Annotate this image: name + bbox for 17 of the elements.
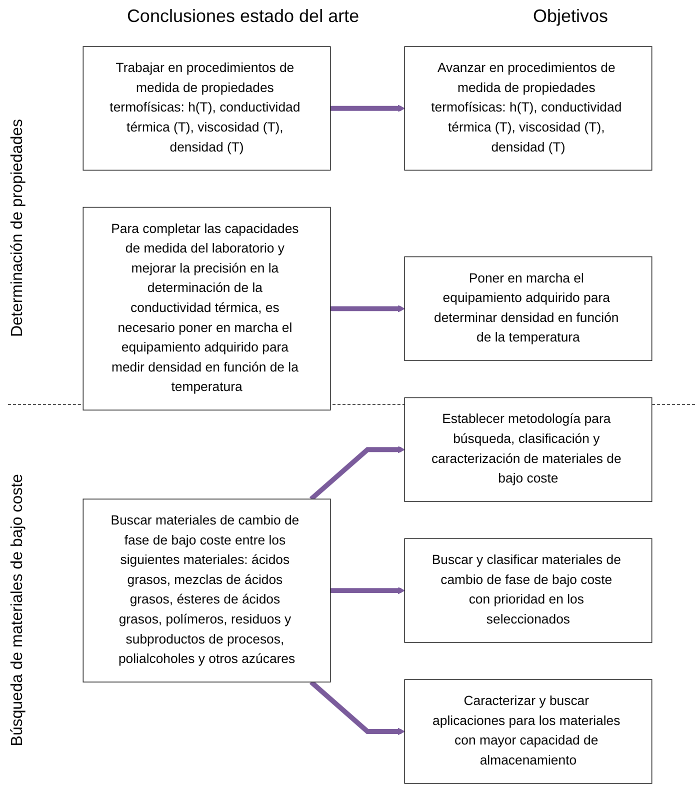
arrow [330, 586, 405, 594]
row-label: Búsqueda de materiales de bajo coste [9, 474, 27, 746]
row-label: Determinación de propiedades [9, 118, 27, 336]
node-box: Buscar materiales de cambio de fase de bajo coste entre los siguientes materiales: ácidos grasos, mezclas de ácidos grasos, ésteres de ácidos grasos, polímeros, residuos y subproductos de procesos, polialcoholes y otros azúcares [82, 498, 331, 682]
arrow [330, 305, 405, 312]
node-box: Avanzar en procedimientos de medida de propiedades termofísicas: h(T), conductividad térmica (T), viscosidad (T), densidad (T) [404, 46, 652, 171]
node-box: Poner en marcha el equipamiento adquirido para determinar densidad en función de la temperatura [404, 256, 652, 362]
node-box: Buscar y clasificar materiales de cambio de fase de bajo coste con prioridad en los seleccionados [404, 538, 652, 643]
node-box: Trabajar en procedimientos de medida de propiedades termofísicas: h(T), conductividad térmica (T), viscosidad (T), densidad (T) [82, 46, 331, 171]
column-heading: Objetivos [532, 6, 608, 28]
node-box: Establecer metodología para búsqueda, clasificación y caracterización de materiales de bajo coste [404, 397, 652, 502]
column-heading: Conclusiones estado del arte [126, 6, 360, 28]
node-box: Caracterizar y buscar aplicaciones para los materiales con mayor capacidad de almacenamiento [404, 679, 652, 784]
arrow [309, 680, 405, 736]
node-box: Para completar las capacidades de medida del laboratorio y mejorar la precisión en la determinación de la conductividad térmica, es necesario poner en marcha el equipamiento adquirido para medir densidad en función de la temperatura [82, 206, 331, 410]
arrow [330, 104, 405, 112]
arrow [309, 446, 405, 501]
